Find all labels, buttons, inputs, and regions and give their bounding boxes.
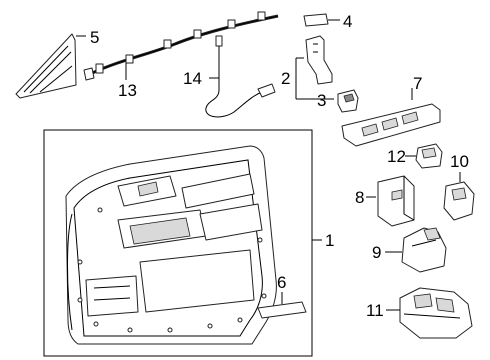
part-6-label-pad	[257, 292, 307, 319]
part-10-switch	[443, 172, 475, 221]
callout-5: 5	[90, 28, 99, 47]
part-5-mirror-cover	[15, 33, 86, 99]
callout-2: 2	[281, 69, 290, 88]
callout-1: 1	[325, 231, 334, 250]
part-8-module	[366, 175, 415, 227]
callout-4: 4	[343, 12, 352, 31]
part-2-bracket	[305, 35, 333, 85]
door-panel-frame	[43, 129, 313, 357]
callout-8: 8	[355, 188, 364, 207]
callout-12: 12	[387, 147, 406, 166]
callout-10: 10	[450, 152, 469, 171]
part-4-pad	[303, 13, 340, 27]
callout-13: 13	[118, 81, 137, 100]
callout-7: 7	[413, 74, 422, 93]
part-7-switch-bezel	[341, 88, 441, 147]
callout-6: 6	[277, 273, 286, 292]
callout-11: 11	[366, 301, 384, 320]
part-14-wire	[205, 35, 276, 118]
part-13-wire-harness	[83, 11, 279, 81]
callout-14: 14	[183, 69, 202, 88]
part-9-switch	[385, 227, 447, 273]
part-12-switch	[405, 143, 443, 169]
callout-3: 3	[317, 91, 326, 110]
callout-9: 9	[372, 243, 381, 262]
part-11-switch-cluster	[386, 287, 473, 339]
door-trim-panel	[65, 145, 277, 345]
part-3-clip	[337, 89, 359, 113]
bracket-2-leader	[295, 57, 334, 100]
